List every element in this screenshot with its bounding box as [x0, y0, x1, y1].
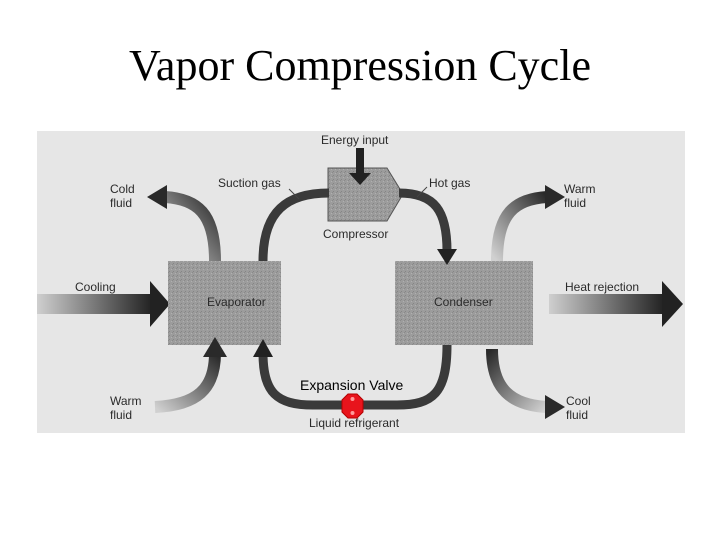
evaporator-box — [168, 261, 281, 345]
expansion-valve-label: Expansion Valve — [300, 377, 403, 393]
suction-gas-line — [258, 188, 330, 262]
energy-input-label: Energy input — [321, 133, 389, 147]
page-title: Vapor Compression Cycle — [129, 41, 591, 90]
hot-gas-line — [398, 188, 452, 252]
cool-fluid-arrow — [486, 348, 565, 419]
cold-fluid-arrow — [147, 185, 221, 262]
cool-fluid-label-2: fluid — [566, 408, 588, 422]
heat-rejection-label: Heat rejection — [565, 280, 639, 294]
warm-fluid-bottom-arrow — [154, 337, 227, 413]
heat-rejection-arrow — [549, 281, 683, 327]
condenser-label: Condenser — [434, 295, 493, 309]
liquid-refrigerant-label: Liquid refrigerant — [309, 416, 400, 430]
vapor-compression-diagram: Energy input Suction gas Hot gas Compres… — [37, 131, 685, 433]
warm-fluid-top-label-2: fluid — [564, 196, 586, 210]
cooling-arrow — [37, 281, 170, 327]
cool-fluid-label-1: Cool — [566, 394, 591, 408]
energy-input-arrow — [349, 148, 371, 185]
liquid-refrigerant-line — [258, 344, 452, 410]
cold-fluid-label-2: fluid — [110, 196, 132, 210]
warm-fluid-top-arrow — [491, 185, 565, 262]
condenser-box — [395, 261, 533, 345]
compressor-label: Compressor — [323, 227, 388, 241]
warm-fluid-bottom-label-2: fluid — [110, 408, 132, 422]
cooling-label: Cooling — [75, 280, 116, 294]
warm-fluid-top-label-1: Warm — [564, 182, 596, 196]
hot-gas-label: Hot gas — [429, 176, 470, 190]
warm-fluid-bottom-label-1: Warm — [110, 394, 142, 408]
evaporator-label: Evaporator — [207, 295, 266, 309]
cold-fluid-label-1: Cold — [110, 182, 135, 196]
liquid-return-arrowhead — [253, 339, 273, 357]
suction-gas-label: Suction gas — [218, 176, 281, 190]
hot-gas-arrowhead — [437, 249, 457, 265]
expansion-valve-icon — [341, 393, 364, 419]
compressor-shape — [327, 167, 404, 222]
